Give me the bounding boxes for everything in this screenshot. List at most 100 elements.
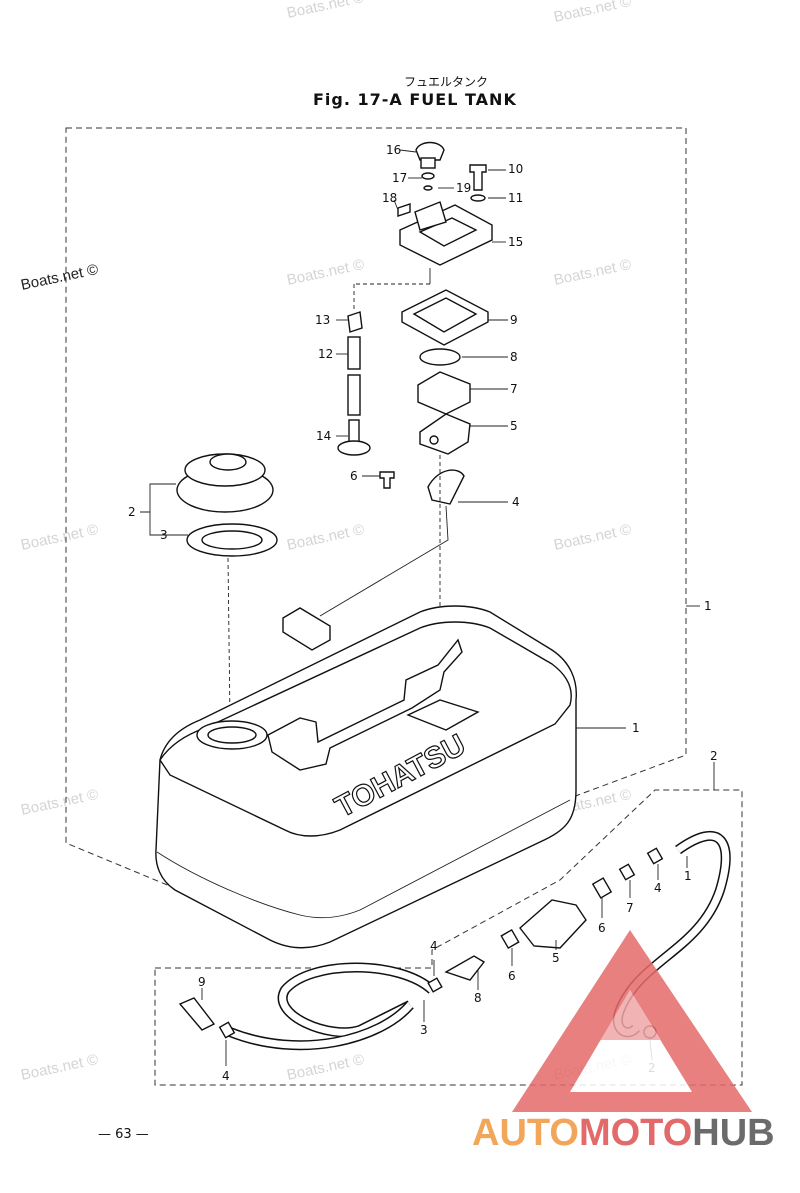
watermark: Boats.net © bbox=[285, 1051, 365, 1084]
callout-14: 14 bbox=[316, 429, 331, 443]
callout-8-connector: 8 bbox=[474, 991, 482, 1005]
watermark: Boats.net © bbox=[552, 521, 632, 554]
hose-loop-inner bbox=[279, 964, 435, 1036]
callout-1-hose: 1 bbox=[684, 869, 692, 883]
logo-text-auto: AUTO bbox=[472, 1112, 579, 1154]
callout-15: 15 bbox=[508, 235, 523, 249]
callout-12: 12 bbox=[318, 347, 333, 361]
watermark-dark: Boats.net © bbox=[19, 261, 99, 294]
callout-11: 11 bbox=[508, 191, 523, 205]
logo-text-hub: HUB bbox=[692, 1112, 774, 1154]
bracket-5 bbox=[419, 413, 471, 455]
clip-4a bbox=[646, 847, 664, 865]
clamp-6a bbox=[591, 877, 613, 899]
subtitle-jp: フュエルタンク bbox=[404, 75, 488, 89]
callout-16: 16 bbox=[386, 143, 401, 157]
pin-18 bbox=[397, 203, 411, 217]
page-number: — 63 — bbox=[98, 1127, 149, 1142]
callout-labels: 16 17 19 18 10 11 15 13 9 12 8 7 14 5 6 … bbox=[128, 143, 718, 1083]
callout-4-clip-c: 4 bbox=[222, 1069, 230, 1083]
arm-4 bbox=[427, 469, 465, 505]
filter-14 bbox=[337, 440, 371, 456]
callout-17: 17 bbox=[392, 171, 407, 185]
bracket-5-hole bbox=[429, 435, 439, 445]
callout-6-clamp-b: 6 bbox=[508, 969, 516, 983]
tank-handle bbox=[267, 638, 463, 771]
hose-assembly-frame bbox=[154, 789, 743, 1086]
callout-7: 7 bbox=[510, 382, 518, 396]
callout-2-hose: 2 bbox=[710, 749, 718, 763]
clip-4c bbox=[218, 1021, 236, 1039]
connector-8 bbox=[444, 955, 486, 981]
clip-4b bbox=[427, 977, 443, 993]
cover-15-nipple bbox=[414, 201, 447, 231]
callout-1-tank: 1 bbox=[632, 721, 640, 735]
float-7 bbox=[417, 371, 471, 415]
leader-lines bbox=[140, 149, 700, 729]
callout-13: 13 bbox=[315, 313, 330, 327]
callout-3-hose: 3 bbox=[420, 1023, 428, 1037]
page-title: Fig. 17-A FUEL TANK bbox=[313, 90, 517, 109]
hose-assembly bbox=[178, 830, 731, 1051]
callout-9-connector: 9 bbox=[198, 975, 206, 989]
callout-4: 4 bbox=[512, 495, 520, 509]
callout-3: 3 bbox=[160, 528, 168, 542]
automotohub-logo bbox=[512, 930, 752, 1112]
primer-bulb-5 bbox=[519, 899, 587, 949]
watermark: Boats.net © bbox=[552, 0, 632, 26]
knob-stem bbox=[420, 157, 436, 169]
tank-filler-hole bbox=[207, 726, 257, 744]
tube-12 bbox=[347, 336, 361, 370]
tank-gauge-port bbox=[406, 699, 480, 731]
clip-13 bbox=[347, 311, 363, 333]
hose-leaders bbox=[201, 762, 715, 1066]
callout-2: 2 bbox=[128, 505, 136, 519]
logo-text: AUTOMOTOHUB bbox=[472, 1112, 775, 1154]
tank-seam bbox=[156, 799, 571, 919]
callout-6: 6 bbox=[350, 469, 358, 483]
watermark: Boats.net © bbox=[19, 786, 99, 819]
watermark: Boats.net © bbox=[285, 0, 365, 22]
hose-lower-inner bbox=[228, 1002, 413, 1049]
screw-6 bbox=[379, 471, 395, 489]
cap-gasket-3-inner bbox=[201, 530, 263, 550]
tube-parts bbox=[337, 311, 371, 456]
washer-19 bbox=[423, 185, 433, 191]
callout-18: 18 bbox=[382, 191, 397, 205]
valve-7 bbox=[618, 863, 636, 881]
logo-triangle-accent bbox=[600, 990, 660, 1040]
cap-parts bbox=[379, 141, 493, 505]
callout-5: 5 bbox=[510, 419, 518, 433]
watermark: Boats.net © bbox=[285, 256, 365, 289]
watermark: Boats.net © bbox=[552, 256, 632, 289]
screw-10 bbox=[469, 164, 487, 191]
callout-4-clip: 4 bbox=[654, 881, 662, 895]
watermark: Boats.net © bbox=[19, 521, 99, 554]
fuel-tank-1: TOHATSU bbox=[155, 605, 577, 949]
gauge-float bbox=[282, 607, 331, 651]
callout-8: 8 bbox=[510, 350, 518, 364]
o-ring-8 bbox=[419, 348, 461, 366]
knob-16 bbox=[415, 141, 445, 161]
gasket-9-inner bbox=[412, 297, 478, 333]
callout-10: 10 bbox=[508, 162, 523, 176]
filler-cap-2-knob bbox=[209, 453, 247, 471]
connector-9 bbox=[178, 997, 216, 1031]
callout-19: 19 bbox=[456, 181, 471, 195]
callout-4-clip-b: 4 bbox=[430, 939, 438, 953]
watermark: Boats.net © bbox=[19, 1051, 99, 1084]
clamp-6b bbox=[500, 928, 520, 950]
watermark: Boats.net © bbox=[285, 521, 365, 554]
logo-text-moto: MOTO bbox=[579, 1112, 692, 1154]
tube-12-lower bbox=[347, 374, 361, 416]
callout-6-clamp: 6 bbox=[598, 921, 606, 935]
callout-9: 9 bbox=[510, 313, 518, 327]
logo-triangle-inner bbox=[570, 990, 692, 1092]
callout-1-group: 1 bbox=[704, 599, 712, 613]
gauge-rod bbox=[319, 505, 449, 617]
filter-14-stem bbox=[348, 419, 360, 443]
callout-7-valve: 7 bbox=[626, 901, 634, 915]
callout-5-bulb: 5 bbox=[552, 951, 560, 965]
washer-11 bbox=[470, 194, 486, 202]
